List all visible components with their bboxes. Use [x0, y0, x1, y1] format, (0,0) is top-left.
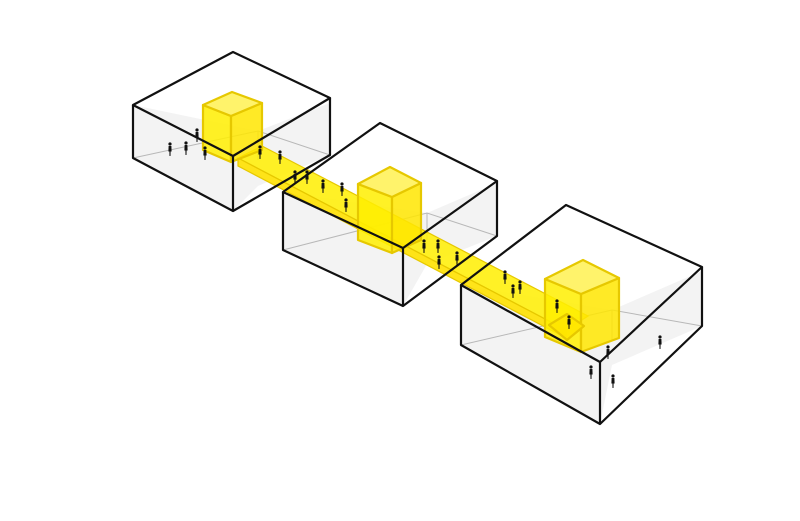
core-2-top-face: [356, 165, 423, 199]
core-1: [201, 90, 264, 164]
core-2: [356, 165, 423, 255]
person-icon: [611, 374, 615, 388]
core-3-landing: [547, 312, 586, 342]
pavilion-2-outline: [281, 121, 499, 308]
core-1-top-face: [201, 90, 264, 118]
person-icon: [658, 335, 662, 349]
pavilion-1-outline: [131, 50, 332, 213]
pavilion-3-outline: [459, 203, 704, 426]
core-3-top-face: [543, 258, 621, 296]
